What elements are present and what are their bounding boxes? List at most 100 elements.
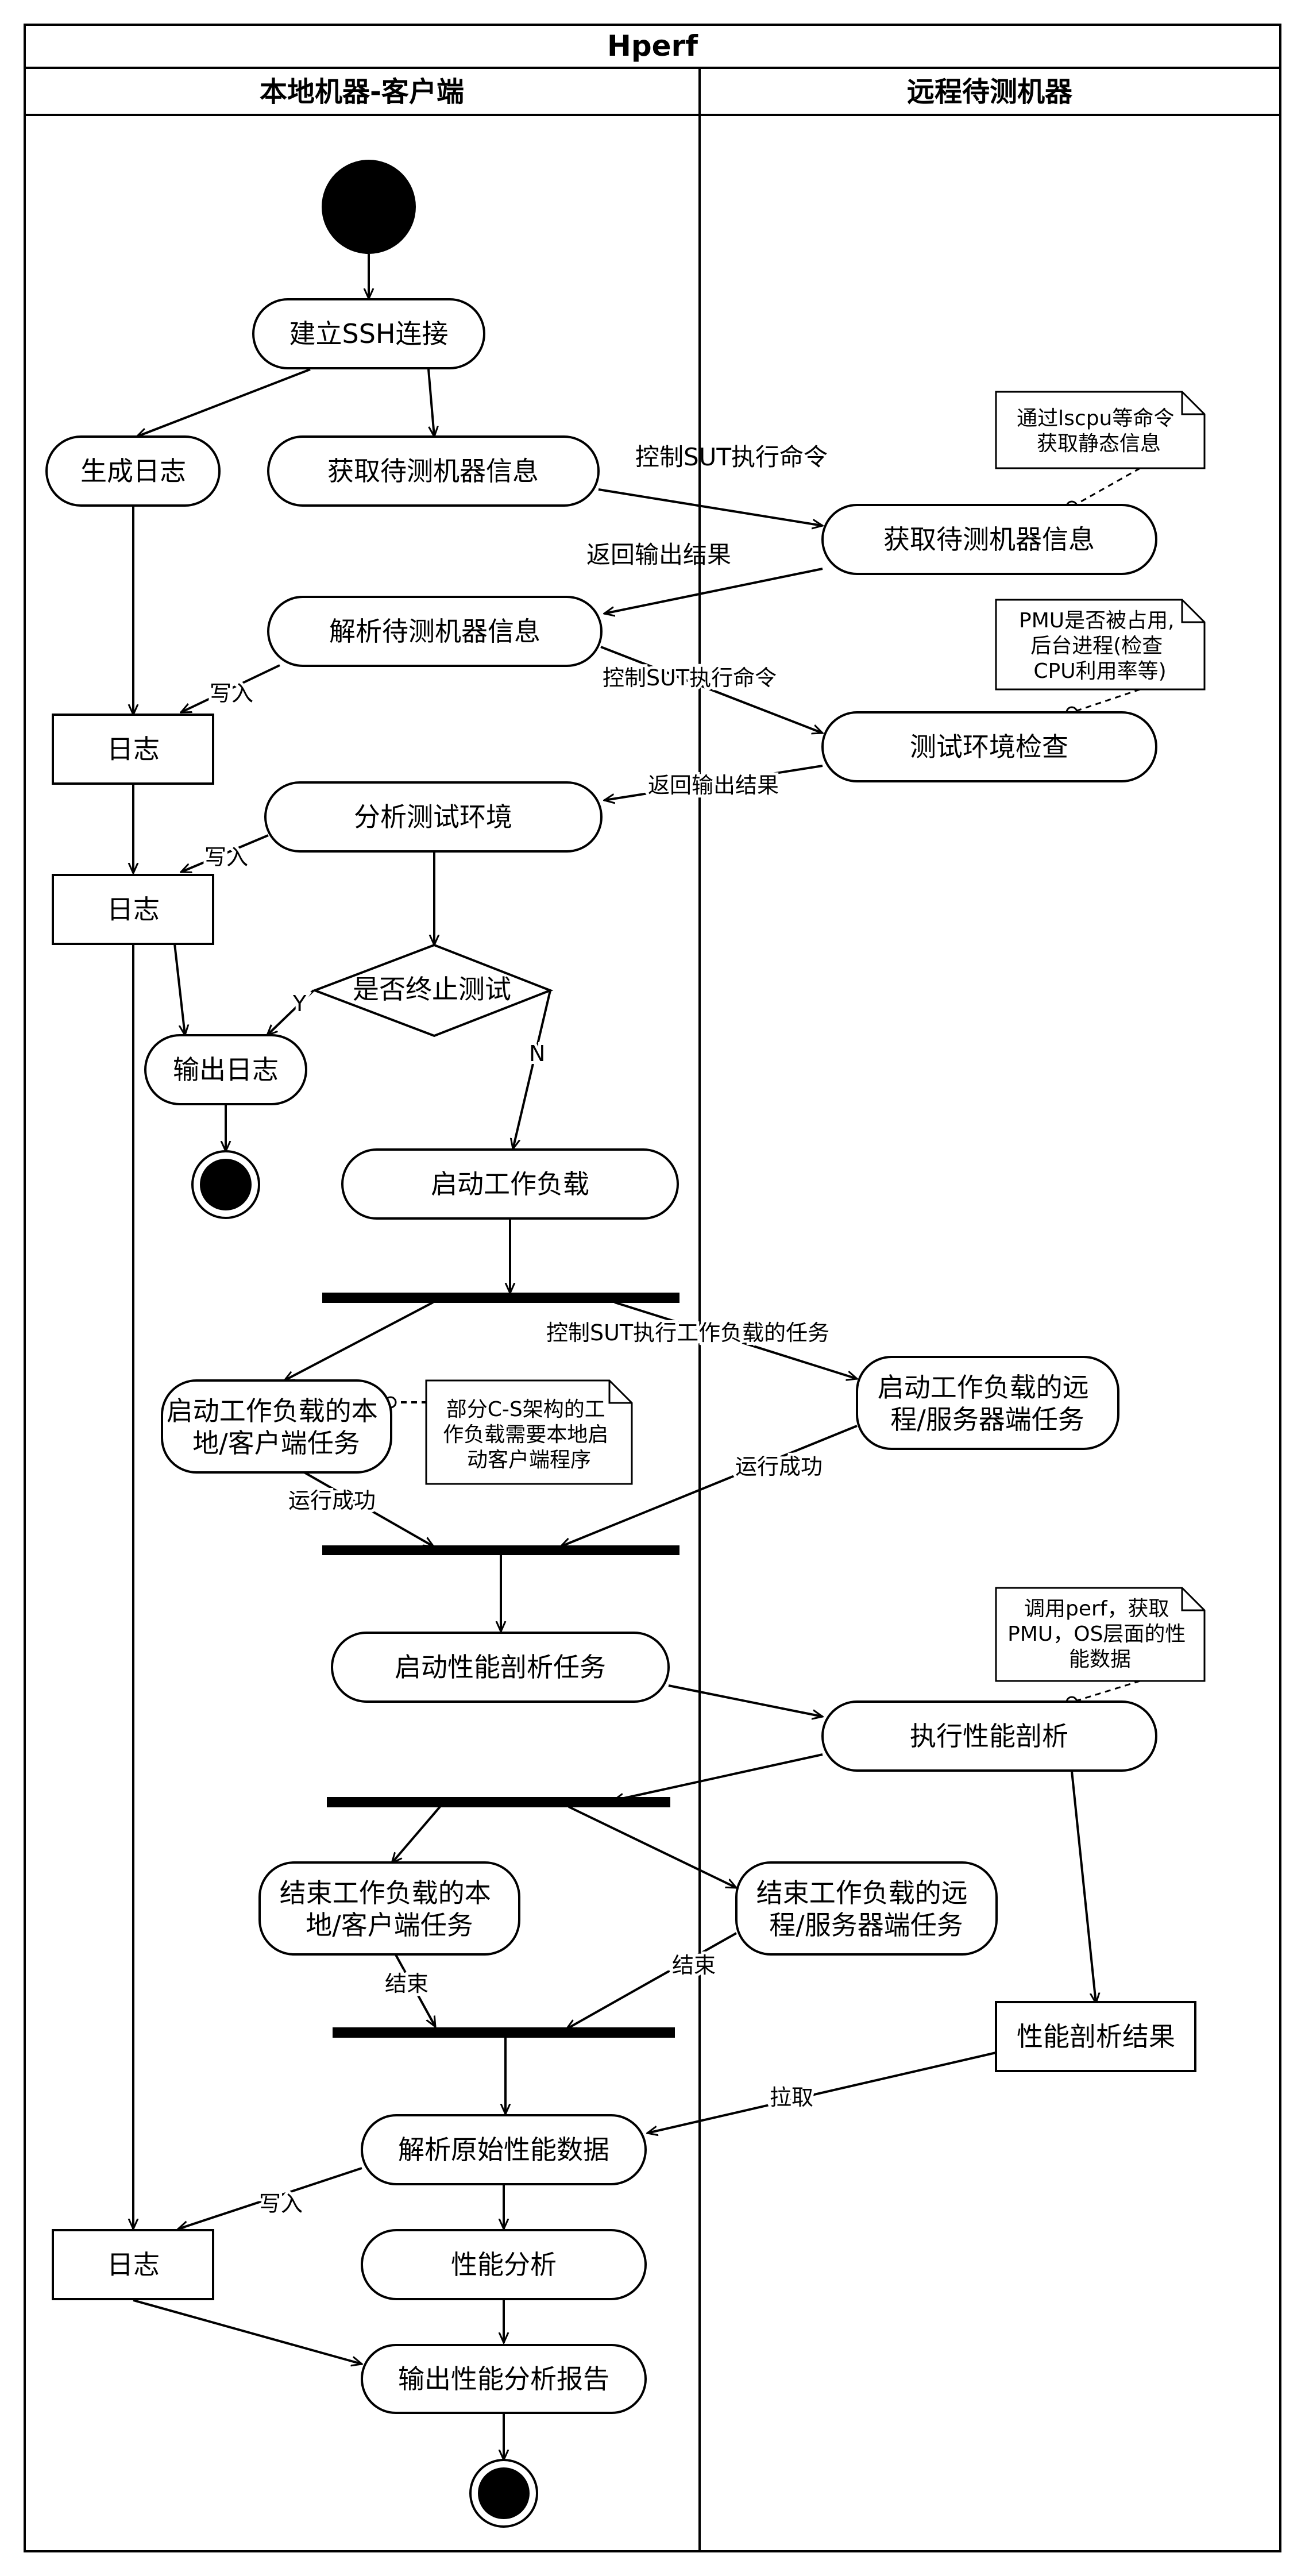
edge-ok-remote bbox=[561, 1425, 858, 1547]
action-start-remote-task bbox=[856, 1356, 1119, 1450]
edge-write2 bbox=[181, 834, 269, 872]
join-bar-1 bbox=[322, 1545, 679, 1555]
text-parse-raw: 解析原始性能数据 bbox=[398, 2134, 609, 2165]
text-note-pmu-line1: PMU是否被占用, bbox=[1019, 609, 1175, 633]
text-note-cs-line3: 动客户端程序 bbox=[467, 1448, 591, 1472]
note-cs bbox=[425, 1379, 633, 1485]
edge-write1 bbox=[181, 664, 280, 714]
text-start-remote-task-line1: 启动工作负载的远 bbox=[878, 1372, 1089, 1403]
edge-exec-fork2 bbox=[613, 1753, 823, 1800]
action-output-report bbox=[361, 2344, 647, 2414]
action-get-info-remote bbox=[821, 504, 1157, 575]
pool-title: Hperf bbox=[607, 29, 698, 63]
object-log-1 bbox=[52, 714, 214, 785]
text-end-remote-task-line1: 结束工作负载的远 bbox=[756, 1877, 968, 1908]
text-output-report: 输出性能分析报告 bbox=[398, 2363, 609, 2394]
text-get-info-remote: 获取待测机器信息 bbox=[883, 524, 1095, 555]
text-note-perf-line1: 调用perf，获取 bbox=[1024, 1597, 1169, 1621]
action-parse-info bbox=[267, 596, 603, 667]
action-perf-analysis bbox=[361, 2229, 647, 2300]
action-get-info-local bbox=[267, 435, 600, 507]
action-env-check bbox=[821, 711, 1157, 782]
label-ctrl2: 控制SUT执行命令 bbox=[603, 665, 777, 691]
text-note-perf-line2: PMU，OS层面的性 bbox=[1007, 1622, 1186, 1646]
label-yes: Y bbox=[292, 991, 307, 1016]
text-note-cs-line2: 作负载需要本地启 bbox=[443, 1423, 608, 1447]
text-perf-analysis: 性能分析 bbox=[451, 2249, 557, 2280]
text-note-cs-line1: 部分C-S架构的工 bbox=[446, 1398, 605, 1421]
sync-bars bbox=[322, 1293, 679, 2038]
label-pull: 拉取 bbox=[770, 2085, 813, 2110]
edge-exec-result bbox=[1071, 1771, 1096, 2003]
text-start-workload: 启动工作负载 bbox=[431, 1169, 589, 1200]
text-end-local-task: 结束工作负载的本 地/客户端任务 bbox=[280, 1877, 500, 1941]
text-end-remote-task-line2: 程/服务器端任务 bbox=[769, 1910, 963, 1941]
text-ssh: 建立SSH连接 bbox=[289, 318, 449, 349]
fork-bar-2 bbox=[327, 1797, 670, 1807]
text-log-1: 日志 bbox=[107, 734, 160, 765]
text-log-2: 日志 bbox=[107, 894, 160, 925]
decision-terminate bbox=[311, 943, 554, 1038]
text-start-remote-task-line2: 程/服务器端任务 bbox=[890, 1404, 1084, 1435]
edge-pull bbox=[647, 2051, 997, 2133]
edge-ctrl3 bbox=[614, 1301, 857, 1379]
action-start-local-task bbox=[161, 1379, 392, 1474]
text-env-check: 测试环境检查 bbox=[910, 731, 1068, 762]
edge-yes bbox=[267, 989, 315, 1035]
text-log-3: 日志 bbox=[107, 2249, 160, 2280]
label-end-remote: 结束 bbox=[672, 1953, 716, 1978]
text-note-pmu-line3: CPU利用率等) bbox=[1033, 660, 1166, 683]
text-start-local-task: 启动工作负载的本 地/客户端任务 bbox=[167, 1395, 387, 1459]
text-terminate: 是否终止测试 bbox=[353, 974, 511, 1005]
edge-ret1 bbox=[604, 568, 823, 614]
text-analyze-env: 分析测试环境 bbox=[354, 801, 512, 832]
text-get-info-local: 获取待测机器信息 bbox=[327, 456, 539, 487]
label-write3: 写入 bbox=[259, 2191, 303, 2216]
note-perf bbox=[995, 1587, 1206, 1682]
label-no: N bbox=[529, 1041, 545, 1066]
text-note-pmu: PMU是否被占用, 后台进程(检查 CPU利用率等) bbox=[1019, 609, 1181, 683]
end-node bbox=[191, 1150, 260, 1219]
text-end-remote-task: 结束工作负载的远 程/服务器端任务 bbox=[756, 1877, 976, 1941]
label-write2: 写入 bbox=[204, 844, 248, 870]
edge-endlocal-join2 bbox=[394, 1953, 435, 2027]
text-start-local-task-line2: 地/客户端任务 bbox=[192, 1428, 360, 1459]
edge-ssh-genlog bbox=[137, 368, 311, 437]
edge-ctrl1 bbox=[598, 488, 823, 526]
start-node bbox=[322, 160, 416, 254]
edge-fork-local bbox=[284, 1301, 434, 1382]
edge-ssh-getinfo bbox=[427, 369, 434, 437]
label-ret1: 返回输出结果 bbox=[586, 541, 731, 569]
text-note-perf: 调用perf，获取 PMU，OS层面的性 能数据 bbox=[1007, 1597, 1192, 1671]
object-profiling-result bbox=[995, 2001, 1196, 2072]
text-note-cs: 部分C-S架构的工 作负载需要本地启 动客户端程序 bbox=[443, 1398, 615, 1472]
text-note-lscpu-line2: 获取静态信息 bbox=[1037, 432, 1161, 456]
object-log-2 bbox=[52, 874, 214, 945]
edge-ctrl2 bbox=[600, 646, 823, 733]
text-gen-log: 生成日志 bbox=[80, 456, 186, 487]
lane-title-remote: 远程待测机器 bbox=[907, 76, 1073, 108]
join-bar-2 bbox=[333, 2027, 675, 2038]
label-ctrl1: 控制SUT执行命令 bbox=[635, 443, 828, 471]
action-analyze-env bbox=[264, 781, 603, 853]
label-ret2: 返回输出结果 bbox=[648, 773, 779, 798]
edge-ret2 bbox=[604, 765, 823, 800]
label-run-ok-local: 运行成功 bbox=[288, 1488, 376, 1513]
edge-write3 bbox=[178, 2167, 362, 2229]
label-ctrl3: 控制SUT执行工作负载的任务 bbox=[546, 1320, 829, 1345]
label-run-ok-remote: 运行成功 bbox=[735, 1454, 823, 1479]
action-output-log bbox=[144, 1034, 307, 1105]
action-gen-log bbox=[45, 435, 221, 507]
end-node-final bbox=[469, 2459, 538, 2528]
text-end-local-task-line2: 地/客户端任务 bbox=[306, 1910, 473, 1941]
text-start-local-task-line1: 启动工作负载的本 bbox=[167, 1395, 378, 1426]
text-profiling-result: 性能剖析结果 bbox=[1017, 2021, 1175, 2052]
text-start-remote-task: 启动工作负载的远 程/服务器端任务 bbox=[878, 1372, 1098, 1435]
edge-fork2-endremote bbox=[568, 1806, 736, 1889]
label-end-local: 结束 bbox=[385, 1971, 428, 1996]
edge-log2-output bbox=[173, 943, 185, 1035]
action-exec-profiling bbox=[821, 1700, 1157, 1772]
label-write1: 写入 bbox=[210, 681, 253, 706]
action-start-profiling bbox=[331, 1632, 670, 1703]
action-parse-raw bbox=[361, 2114, 647, 2185]
